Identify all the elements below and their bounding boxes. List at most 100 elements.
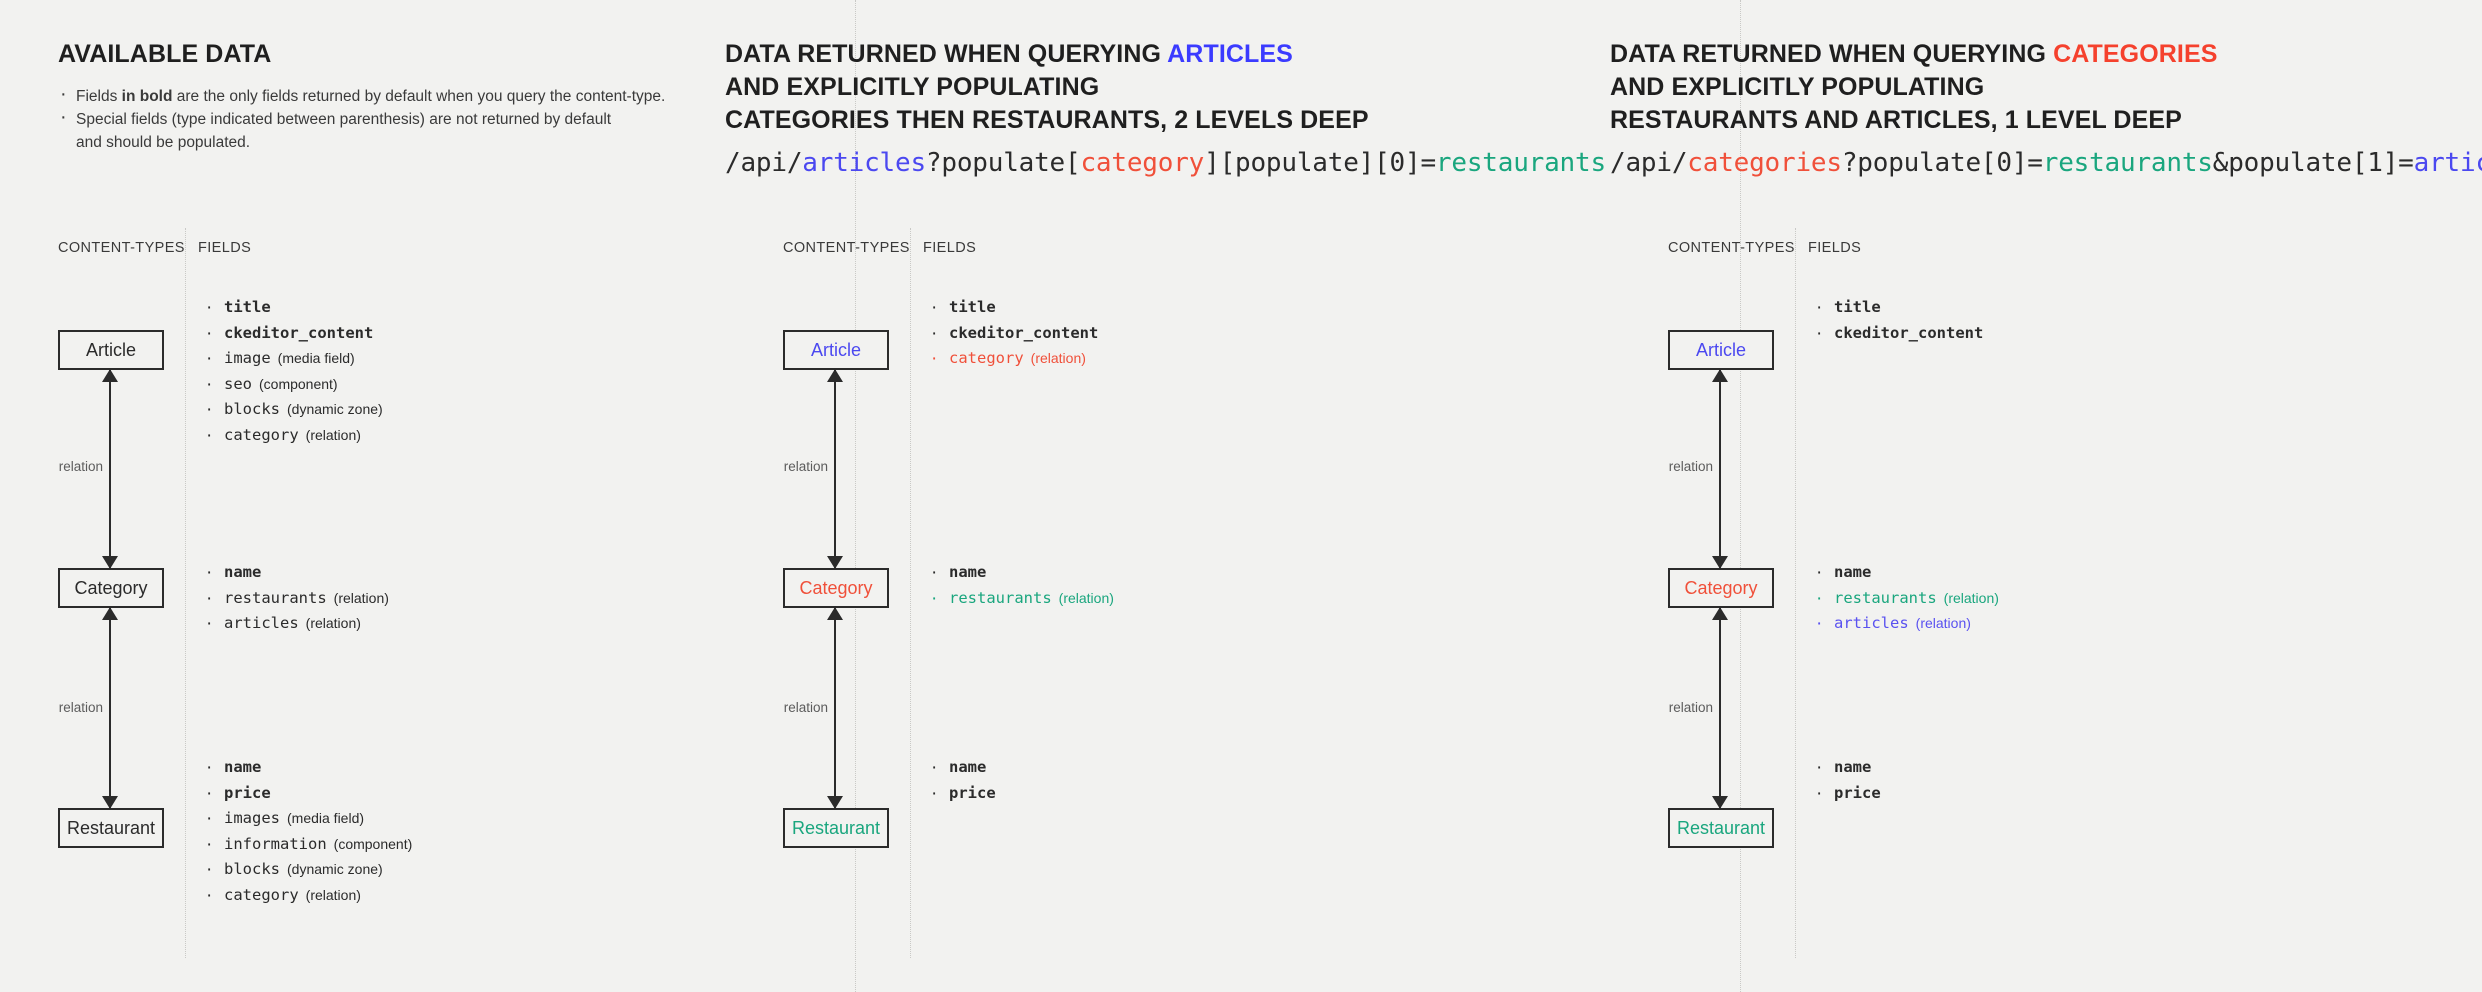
field-name: price [949, 783, 996, 802]
field-item: ckeditor_content [929, 321, 1098, 347]
connector-stem [1719, 370, 1721, 568]
entity-box-label: Article [1695, 340, 1746, 360]
field-list-article: title ckeditor_content [1814, 295, 1983, 346]
api-token-red: categories [1687, 148, 1842, 178]
connector-stem [109, 370, 111, 568]
field-item: information(component) [204, 832, 412, 858]
api-token-blue: articles [2413, 148, 2482, 178]
field-type: (relation) [1058, 589, 1114, 606]
api-token-plain: &populate[1]= [2212, 148, 2414, 178]
field-name: name [949, 758, 987, 776]
field-item: name [929, 755, 996, 781]
panel-heading: AVAILABLE DATA [58, 40, 272, 68]
field-item: name [204, 560, 389, 586]
note-bold: in bold [121, 88, 173, 105]
content-fields-divider [1795, 228, 1796, 958]
field-name: restaurants [224, 588, 327, 607]
column-label-fields: FIELDS [923, 240, 977, 256]
field-name: information [224, 834, 327, 853]
field-type: (dynamic zone) [287, 861, 383, 877]
field-item: name [1814, 755, 1881, 781]
field-name: category [949, 349, 1024, 367]
field-type: (relation) [305, 615, 361, 631]
connector-stem [834, 370, 836, 568]
field-item: name [1814, 560, 1999, 586]
field-item: image(media field) [204, 346, 383, 372]
column-label-content-types: CONTENT-TYPES [1668, 240, 1795, 256]
entity-box-category: Category [1668, 568, 1774, 608]
entity-box-article: Article [1668, 330, 1774, 370]
field-item: ckeditor_content [204, 321, 383, 347]
field-name: name [1834, 563, 1872, 581]
relation-label-2: relation [1668, 700, 1713, 715]
entity-box-restaurant: Restaurant [1668, 808, 1774, 848]
field-name: seo [224, 374, 252, 393]
connector-stem [109, 608, 111, 808]
api-token-teal: restaurants [2042, 148, 2213, 178]
entity-box-category: Category [58, 568, 164, 608]
field-item: price [929, 781, 996, 807]
field-item: title [204, 295, 383, 321]
field-item: seo(component) [204, 372, 383, 398]
arrowhead-down-icon [827, 796, 843, 809]
heading-accent-blue: ARTICLES [1167, 40, 1293, 68]
arrowhead-up-icon [1712, 369, 1728, 382]
field-list-restaurant: name price [929, 755, 996, 806]
api-token-plain: /api/ [725, 148, 803, 178]
field-name: name [224, 563, 262, 581]
api-token-red: category [1080, 148, 1205, 178]
field-name: blocks [224, 400, 280, 418]
column-label-content-types: CONTENT-TYPES [58, 240, 185, 256]
field-item: price [204, 781, 412, 807]
field-name: image [224, 349, 271, 367]
field-name: title [224, 298, 271, 316]
entity-box-label: Restaurant [1676, 818, 1766, 838]
field-list-category: namerestaurants(relation)articles(relati… [204, 560, 389, 637]
api-token-plain: /api/ [1610, 148, 1688, 178]
field-type: (relation) [305, 886, 361, 903]
field-name: name [949, 563, 987, 581]
field-list-article: title ckeditor_content category (relation) [929, 295, 1098, 372]
field-list-restaurant: namepriceimages(media field)information(… [204, 755, 412, 908]
field-name: ckeditor_content [224, 323, 374, 342]
panel-divider-1 [855, 0, 856, 992]
column-label-fields: FIELDS [198, 240, 252, 256]
field-name: images [224, 809, 280, 827]
api-token-teal: restaurants [1435, 148, 1606, 178]
field-name: title [949, 298, 996, 316]
note-item: and should be populated. [76, 134, 251, 151]
field-type: (relation) [1915, 615, 1971, 631]
field-type: (dynamic zone) [287, 401, 383, 417]
field-type: (relation) [1943, 589, 1999, 606]
field-name: ckeditor_content [1834, 323, 1984, 342]
connector-stem [834, 608, 836, 808]
arrowhead-up-icon [102, 607, 118, 620]
field-name: name [1834, 758, 1872, 776]
api-token-plain: ][populate][0]= [1204, 148, 1436, 178]
entity-box-article: Article [783, 330, 889, 370]
api-token-plain: ?populate[ [925, 148, 1081, 178]
field-name: restaurants [1834, 588, 1937, 607]
field-name: restaurants [949, 588, 1052, 607]
field-item: title [1814, 295, 1983, 321]
entity-box-label: Category [74, 578, 148, 598]
field-type: (relation) [1030, 350, 1086, 366]
field-list-article: titleckeditor_contentimage(media field)s… [204, 295, 383, 448]
entity-box-label: Article [85, 340, 136, 360]
relation-label-2: relation [783, 700, 828, 715]
field-type: (relation) [305, 426, 361, 443]
arrowhead-down-icon [102, 796, 118, 809]
entity-box-label: Article [810, 340, 861, 360]
heading-accent-red: CATEGORIES [2053, 40, 2218, 68]
field-item: images(media field) [204, 806, 412, 832]
arrowhead-up-icon [827, 607, 843, 620]
field-item: restaurants (relation) [929, 586, 1114, 612]
field-item: blocks (dynamic zone) [204, 857, 412, 883]
field-name: price [224, 783, 271, 802]
field-name: blocks [224, 860, 280, 878]
field-list-category: name restaurants (relation) [929, 560, 1114, 611]
field-item: title [929, 295, 1098, 321]
